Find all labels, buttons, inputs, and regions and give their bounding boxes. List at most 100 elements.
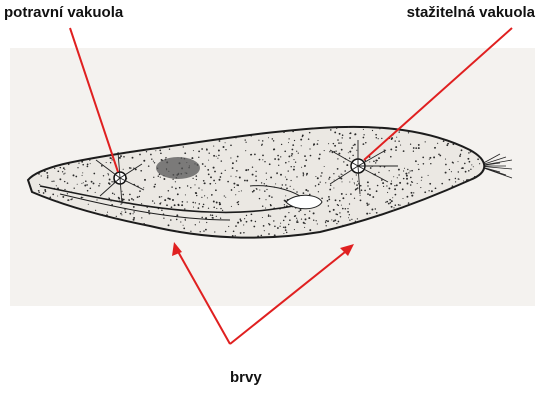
stipple-dot [198,157,199,158]
stipple-dot [315,185,317,187]
stipple-dot [166,204,168,206]
stipple-dot [382,182,384,184]
stipple-dot [449,169,450,170]
stipple-dot [122,191,123,192]
stipple-dot [121,211,122,212]
stipple-dot [367,185,368,186]
stipple-dot [259,198,260,199]
stipple-dot [329,177,331,179]
stipple-dot [210,214,211,215]
stipple-dot [428,190,429,191]
stipple-dot [394,185,395,186]
stipple-dot [146,151,147,152]
stipple-dot [317,177,319,179]
stipple-dot [342,137,343,138]
stipple-dot [309,132,311,134]
stipple-dot [139,154,141,156]
stipple-dot [407,183,409,185]
stipple-dot [210,176,212,178]
stipple-dot [411,195,413,197]
stipple-dot [235,225,237,227]
stipple-dot [342,197,344,199]
stipple-dot [288,212,289,213]
stipple-dot [140,170,142,172]
stipple-dot [433,156,435,158]
stipple-dot [409,170,410,171]
stipple-dot [38,190,40,192]
stipple-dot [308,217,310,219]
stipple-dot [423,163,425,165]
stipple-dot [262,159,263,160]
stipple-dot [276,172,278,174]
stipple-dot [201,148,203,150]
stipple-dot [390,211,391,212]
stipple-dot [347,211,349,213]
stipple-dot [337,168,339,170]
stipple-dot [214,171,216,173]
stipple-dot [47,175,49,177]
stipple-dot [284,200,286,202]
stipple-dot [99,183,100,184]
stipple-dot [329,189,331,191]
stipple-dot [330,129,332,131]
stipple-dot [308,138,310,140]
stipple-dot [320,175,322,177]
stipple-dot [230,176,231,177]
stipple-dot [225,197,226,198]
stipple-dot [215,183,216,184]
stipple-dot [193,150,194,151]
stipple-dot [402,188,404,190]
stipple-dot [271,196,273,198]
stipple-dot [392,197,393,198]
stipple-dot [270,204,271,205]
stipple-dot [352,155,354,157]
stipple-dot [377,185,379,187]
stipple-dot [195,192,197,194]
stipple-dot [462,167,464,169]
stipple-dot [190,231,191,232]
stipple-dot [219,202,221,204]
stipple-dot [259,189,260,190]
stipple-dot [336,223,337,224]
stipple-dot [78,162,79,163]
stipple-dot [238,201,239,202]
stipple-dot [264,190,266,192]
stipple-dot [348,152,349,153]
stipple-dot [318,191,319,192]
stipple-dot [103,175,104,176]
stipple-dot [129,213,131,215]
stipple-dot [70,199,71,200]
stipple-dot [250,154,251,155]
stipple-dot [88,204,89,205]
stipple-dot [329,211,331,213]
stipple-dot [44,170,46,172]
stipple-dot [411,181,413,183]
stipple-dot [378,172,379,173]
stipple-dot [176,214,178,216]
stipple-dot [151,158,152,159]
stipple-dot [418,144,420,146]
stipple-dot [313,220,314,221]
stipple-dot [278,165,279,166]
stipple-dot [461,149,463,151]
stipple-dot [202,163,204,165]
stipple-dot [137,196,139,198]
stipple-dot [285,162,287,164]
stipple-dot [45,191,47,193]
stipple-dot [338,221,340,223]
stipple-dot [209,183,211,185]
stipple-dot [245,170,246,171]
stipple-dot [327,200,329,202]
stipple-dot [445,164,447,166]
stipple-dot [272,138,274,140]
stipple-dot [348,217,349,218]
stipple-dot [87,166,89,168]
stipple-dot [292,130,294,132]
stipple-dot [366,202,368,204]
stipple-dot [408,203,409,204]
stipple-dot [268,223,269,224]
stipple-dot [85,180,87,182]
stipple-dot [338,142,340,144]
stipple-dot [362,143,364,145]
